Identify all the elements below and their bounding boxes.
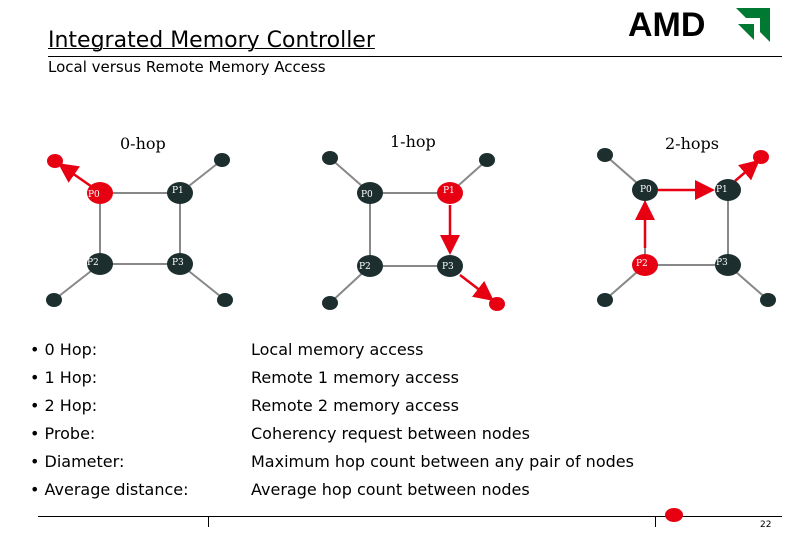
svg-text:P1: P1 <box>172 186 184 196</box>
definition-desc: Remote 1 memory access <box>251 368 459 387</box>
node-p0 <box>87 182 113 204</box>
label-2-hops: 2-hops <box>665 134 719 153</box>
node-p3 <box>167 253 193 275</box>
node-p1 <box>167 182 193 204</box>
definition-desc: Average hop count between nodes <box>251 480 530 499</box>
definition-term: • Average distance: <box>30 480 189 499</box>
svg-text:P2: P2 <box>636 259 648 269</box>
svg-text:P0: P0 <box>88 190 100 200</box>
svg-text:P1: P1 <box>443 186 455 196</box>
footer-tick <box>655 517 656 527</box>
definition-desc: Coherency request between nodes <box>251 424 530 443</box>
label-1-hop: 1-hop <box>390 132 436 151</box>
memory-node <box>753 150 769 164</box>
svg-text:P3: P3 <box>172 258 184 268</box>
amd-logo: AMD <box>628 6 770 44</box>
node-p2 <box>87 253 113 275</box>
footer-rule <box>38 516 782 517</box>
footer-tick <box>208 517 209 527</box>
svg-text:P0: P0 <box>640 185 652 195</box>
slide-title: Integrated Memory Controller <box>48 28 375 53</box>
svg-text:P3: P3 <box>442 262 454 272</box>
definition-term: • 0 Hop: <box>30 340 98 359</box>
footer-red-dot <box>665 508 683 522</box>
definition-term: • Diameter: <box>30 452 125 471</box>
svg-text:P0: P0 <box>361 190 373 200</box>
definition-desc: Remote 2 memory access <box>251 396 459 415</box>
label-0-hop: 0-hop <box>120 134 166 153</box>
memory-node <box>489 297 505 311</box>
diagram-2-hops: P0 P1 P2 P3 <box>597 148 776 307</box>
memory-node <box>47 154 63 168</box>
header-rule <box>48 56 782 57</box>
svg-text:P2: P2 <box>359 262 371 272</box>
hop-diagrams: P0 P1 P2 P3 P0 P1 P2 P3 <box>46 148 776 311</box>
definition-term: • Probe: <box>30 424 96 443</box>
diagram-1-hop: P0 P1 P2 P3 <box>322 151 505 311</box>
slide-subtitle: Local versus Remote Memory Access <box>48 58 326 76</box>
svg-text:P3: P3 <box>716 258 728 268</box>
definition-term: • 1 Hop: <box>30 368 98 387</box>
svg-text:P1: P1 <box>716 185 728 195</box>
logo-text: AMD <box>628 6 705 44</box>
page-number: 22 <box>760 520 772 530</box>
definition-term: • 2 Hop: <box>30 396 98 415</box>
svg-text:P2: P2 <box>87 258 99 268</box>
amd-arrow-icon <box>736 8 770 42</box>
definition-desc: Maximum hop count between any pair of no… <box>251 452 634 471</box>
diagram-0-hop: P0 P1 P2 P3 <box>46 153 233 307</box>
definition-desc: Local memory access <box>251 340 424 359</box>
